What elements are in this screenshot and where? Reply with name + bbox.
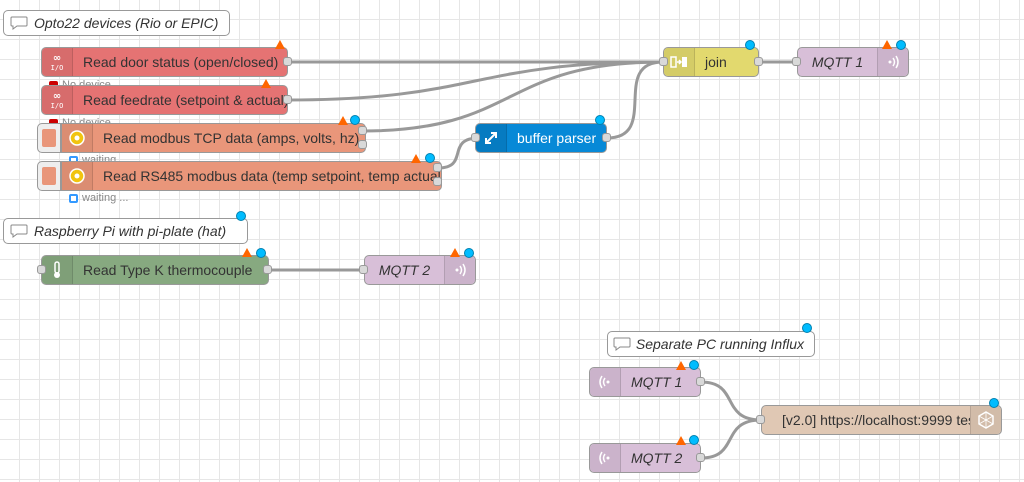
output-port[interactable]	[696, 453, 705, 462]
influx-icon	[970, 406, 1001, 434]
deployed-indicator-icon	[350, 115, 360, 125]
wire-modbus-tcp-join	[361, 60, 664, 133]
node-mqtt-in-1[interactable]: MQTT 1	[589, 367, 701, 397]
node-label: MQTT 2	[631, 450, 683, 466]
wireless-icon	[590, 444, 621, 472]
changed-indicator-icon	[882, 40, 892, 49]
inject-button[interactable]	[37, 123, 61, 153]
deployed-indicator-icon	[595, 115, 605, 125]
output-port[interactable]	[358, 140, 367, 149]
node-mqtt-in-2[interactable]: MQTT 2	[589, 443, 701, 473]
node-read-door-status[interactable]: ∞I/O Read door status (open/closed)	[41, 47, 288, 77]
node-mqtt-out-1[interactable]: MQTT 1	[797, 47, 909, 77]
node-buffer-parser[interactable]: buffer parser	[475, 123, 607, 153]
node-label: Read modbus TCP data (amps, volts, hz)	[103, 130, 360, 146]
gear-icon	[62, 124, 93, 152]
wire-parser-join	[606, 60, 664, 140]
changed-indicator-icon	[261, 79, 271, 88]
node-label: Read RS485 modbus data (temp setpoint, t…	[103, 168, 441, 184]
output-port[interactable]	[696, 377, 705, 386]
inject-button[interactable]	[37, 161, 61, 191]
input-port[interactable]	[359, 265, 368, 274]
output-port[interactable]	[433, 163, 442, 172]
svg-text:I/O: I/O	[51, 102, 64, 110]
node-label: buffer parser	[517, 130, 597, 146]
deployed-indicator-icon	[256, 248, 266, 258]
node-label: Read Type K thermocouple	[83, 262, 253, 278]
output-port[interactable]	[602, 133, 611, 142]
input-port[interactable]	[756, 415, 765, 424]
node-mqtt-out-2[interactable]: MQTT 2	[364, 255, 476, 285]
node-read-modbus-tcp[interactable]: Read modbus TCP data (amps, volts, hz)	[61, 123, 366, 153]
comment-icon	[4, 11, 34, 35]
svg-text:∞: ∞	[53, 91, 61, 102]
svg-text:∞: ∞	[53, 53, 61, 64]
node-read-feedrate[interactable]: ∞I/O Read feedrate (setpoint & actual)	[41, 85, 288, 115]
comment-text: Raspberry Pi with pi-plate (hat)	[34, 223, 227, 239]
output-port[interactable]	[358, 126, 367, 135]
input-port[interactable]	[471, 133, 480, 142]
input-port[interactable]	[37, 265, 46, 274]
node-read-thermocouple[interactable]: Read Type K thermocouple	[41, 255, 269, 285]
changed-indicator-icon	[676, 436, 686, 445]
svg-text:I/O: I/O	[51, 64, 64, 72]
output-port[interactable]	[283, 95, 292, 104]
node-label: MQTT 1	[811, 54, 864, 70]
input-port[interactable]	[792, 57, 801, 66]
node-status: waiting ...	[69, 192, 128, 204]
node-label: [v2.0] https://localhost:9999 test	[782, 412, 970, 428]
changed-indicator-icon	[450, 248, 460, 257]
output-port[interactable]	[433, 177, 442, 186]
deployed-indicator-icon	[896, 40, 906, 50]
deployed-indicator-icon	[236, 211, 246, 221]
deployed-indicator-icon	[802, 323, 812, 333]
changed-indicator-icon	[338, 116, 348, 125]
node-label: join	[705, 54, 727, 70]
wire-mqttin1-influx	[700, 380, 762, 422]
wireless-icon	[590, 368, 621, 396]
changed-indicator-icon	[275, 40, 285, 49]
node-label: Read feedrate (setpoint & actual)	[83, 92, 287, 108]
comment-rpi[interactable]: Raspberry Pi with pi-plate (hat)	[3, 218, 248, 244]
deployed-indicator-icon	[745, 40, 755, 50]
node-label: MQTT 1	[631, 374, 683, 390]
comment-icon	[608, 332, 636, 356]
wire-feedrate-join	[286, 60, 664, 102]
comment-influx-pc[interactable]: Separate PC running Influx	[607, 331, 815, 357]
changed-indicator-icon	[676, 361, 686, 370]
expand-icon	[476, 124, 507, 152]
deployed-indicator-icon	[464, 248, 474, 258]
node-join[interactable]: join	[663, 47, 759, 77]
output-port[interactable]	[754, 57, 763, 66]
changed-indicator-icon	[242, 248, 252, 257]
input-port[interactable]	[659, 57, 668, 66]
io-icon: ∞I/O	[42, 86, 73, 114]
deployed-indicator-icon	[425, 153, 435, 163]
wire-modbus485-parser	[437, 136, 480, 170]
node-label: Read door status (open/closed)	[83, 54, 279, 70]
wireless-icon	[444, 256, 475, 284]
deployed-indicator-icon	[689, 435, 699, 445]
comment-text: Opto22 devices (Rio or EPIC)	[34, 15, 219, 31]
node-influxdb-out[interactable]: [v2.0] https://localhost:9999 test	[761, 405, 1002, 435]
comment-icon	[4, 219, 34, 243]
changed-indicator-icon	[411, 154, 421, 163]
join-icon	[664, 48, 695, 76]
output-port[interactable]	[263, 265, 272, 274]
node-label: MQTT 2	[378, 262, 431, 278]
comment-text: Separate PC running Influx	[635, 336, 804, 352]
deployed-indicator-icon	[989, 398, 999, 408]
gear-icon	[62, 162, 93, 190]
wire-mqttin2-influx	[700, 418, 762, 460]
comment-opto22[interactable]: Opto22 devices (Rio or EPIC)	[3, 10, 230, 36]
io-icon: ∞I/O	[42, 48, 73, 76]
status-blue-icon	[69, 193, 78, 203]
deployed-indicator-icon	[689, 360, 699, 370]
node-read-rs485-modbus[interactable]: Read RS485 modbus data (temp setpoint, t…	[61, 161, 442, 191]
output-port[interactable]	[283, 57, 292, 66]
thermometer-icon	[42, 256, 73, 284]
wireless-icon	[877, 48, 908, 76]
